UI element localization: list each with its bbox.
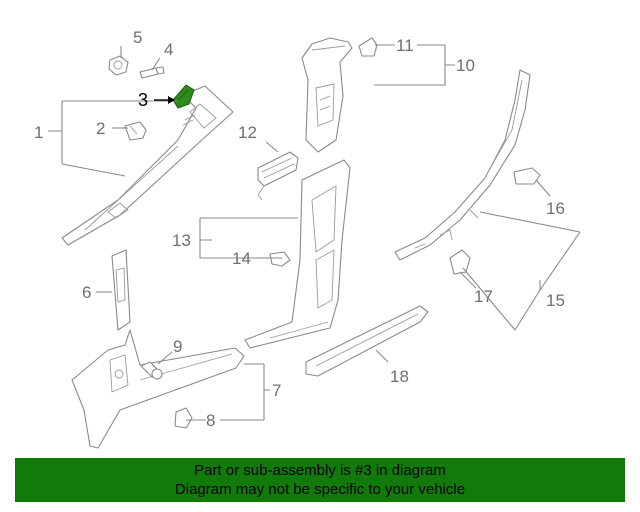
callout-7: 7 — [272, 381, 281, 400]
callout-9: 9 — [173, 337, 182, 356]
clip-part-11[interactable] — [358, 37, 378, 57]
fitment-notice-banner: Part or sub-assembly is #3 in diagram Di… — [15, 458, 625, 502]
lower-b-pillar-trim-part-13[interactable] — [244, 159, 351, 349]
bracket-part-12[interactable] — [257, 151, 299, 201]
callout-12: 12 — [238, 123, 257, 142]
callout-18: 18 — [390, 367, 409, 386]
callout-10: 10 — [456, 56, 475, 75]
callout-11: 11 — [396, 36, 414, 55]
upper-b-pillar-trim-part-10[interactable] — [301, 37, 353, 153]
leader-lines — [48, 44, 581, 421]
callout-14: 14 — [232, 249, 251, 268]
callout-1: 1 — [34, 123, 43, 142]
rear-pillar-trim-part-15[interactable] — [394, 69, 531, 261]
clip-part-14[interactable] — [269, 251, 291, 267]
clip-part-17[interactable] — [449, 249, 471, 275]
callout-13: 13 — [172, 231, 191, 250]
lower-pillar-trim-part-6[interactable] — [111, 249, 131, 331]
nut-part-5[interactable] — [108, 55, 129, 76]
banner-line-disclaimer: Diagram may not be specific to your vehi… — [174, 481, 466, 498]
callout-5: 5 — [133, 28, 142, 47]
callout-4: 4 — [164, 40, 173, 59]
callout-16: 16 — [546, 199, 565, 218]
banner-line-part-number: Part or sub-assembly is #3 in diagram — [194, 462, 446, 479]
callout-2: 2 — [96, 119, 105, 138]
clip-part-2[interactable] — [124, 121, 147, 141]
a-pillar-trim-part-1[interactable] — [61, 85, 234, 246]
highlighted-clip-part-3[interactable] — [172, 84, 195, 109]
callout-15: 15 — [546, 291, 565, 310]
callout-8: 8 — [206, 411, 215, 430]
callout-17: 17 — [474, 287, 493, 306]
kick-panel-sill-part-7[interactable] — [71, 329, 245, 449]
clip-part-8[interactable] — [174, 407, 193, 429]
screw-part-9[interactable] — [140, 361, 163, 380]
callout-3: 3 — [138, 90, 148, 110]
sill-plate-part-18[interactable] — [305, 305, 429, 377]
bolt-part-4[interactable] — [139, 66, 165, 79]
clip-part-16[interactable] — [513, 167, 541, 185]
parts-diagram: 1 2 3 4 5 6 7 8 9 10 11 12 13 14 15 16 1… — [34, 28, 581, 449]
callout-6: 6 — [82, 283, 91, 302]
